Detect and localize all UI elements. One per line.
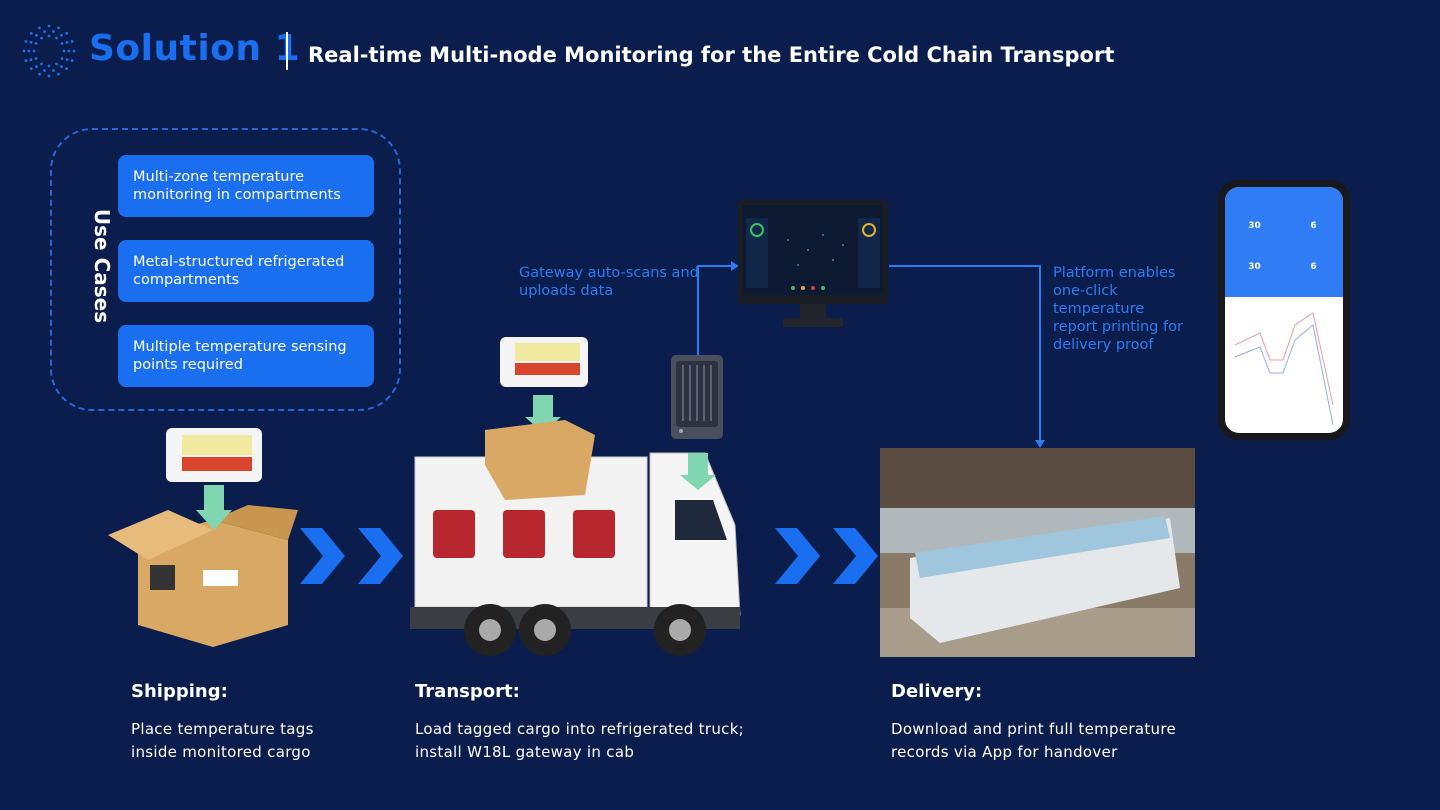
page-title: Real-time Multi-node Monitoring for the … xyxy=(308,43,1115,67)
stage-title-shipping: Shipping: xyxy=(131,681,228,702)
phone-app-image: 30 6 30 6 xyxy=(1218,180,1350,440)
monitor-dashboard-image xyxy=(738,200,888,327)
arrowhead-icon xyxy=(1035,440,1045,448)
stage-desc-delivery: Download and print full temperature recor… xyxy=(891,718,1176,764)
platform-note: Platform enables one-click temperature r… xyxy=(1053,265,1183,353)
stage-title-transport: Transport: xyxy=(415,681,520,702)
gateway-device-image xyxy=(671,355,723,439)
cargo-box-image xyxy=(108,428,298,647)
desc-line: Download and print full temperature xyxy=(891,720,1177,738)
desc-line: install W18L gateway in cab xyxy=(415,743,635,761)
stage-desc-shipping: Place temperature tags inside monitored c… xyxy=(131,718,314,764)
arrowhead-icon xyxy=(731,261,739,271)
supermarket-freezer-photo xyxy=(880,448,1195,657)
flow-arrow-icon xyxy=(775,528,878,584)
phone-stat: 30 xyxy=(1248,262,1261,272)
title-divider xyxy=(286,32,288,70)
gateway-note: Gateway auto-scans and uploads data xyxy=(519,265,699,299)
use-cases-box xyxy=(50,128,401,411)
desc-line: records via App for handover xyxy=(891,743,1118,761)
connector-line xyxy=(697,265,699,357)
use-case-item: Multi-zone temperature monitoring in com… xyxy=(118,155,374,217)
desc-line: Load tagged cargo into refrigerated truc… xyxy=(415,720,745,738)
use-case-item: Metal-structured refrigerated compartmen… xyxy=(118,240,374,302)
refrigerated-truck-image xyxy=(410,337,741,656)
desc-line: inside monitored cargo xyxy=(131,743,311,761)
connector-line xyxy=(697,265,733,267)
phone-temperature-chart xyxy=(1234,312,1334,426)
connector-line xyxy=(1039,265,1041,441)
logo-icon: /* dots drawn below */ xyxy=(22,24,76,78)
use-case-item: Multiple temperature sensing points requ… xyxy=(118,325,374,387)
phone-stat: 30 xyxy=(1248,221,1261,231)
flow-arrow-icon xyxy=(300,528,403,584)
use-cases-label: Use Cases xyxy=(90,208,114,324)
stage-title-delivery: Delivery: xyxy=(891,681,983,702)
connector-line xyxy=(889,265,1040,267)
phone-stat: 6 xyxy=(1310,262,1317,272)
use-case-text: Multiple temperature sensing points requ… xyxy=(133,339,347,373)
desc-line: Place temperature tags xyxy=(131,720,314,738)
use-case-text: Metal-structured refrigerated compartmen… xyxy=(133,254,345,288)
phone-stat: 6 xyxy=(1310,221,1317,231)
stage-desc-transport: Load tagged cargo into refrigerated truc… xyxy=(415,718,744,764)
use-case-text: Multi-zone temperature monitoring in com… xyxy=(133,169,341,203)
solution-label: Solution 1 xyxy=(89,28,301,69)
